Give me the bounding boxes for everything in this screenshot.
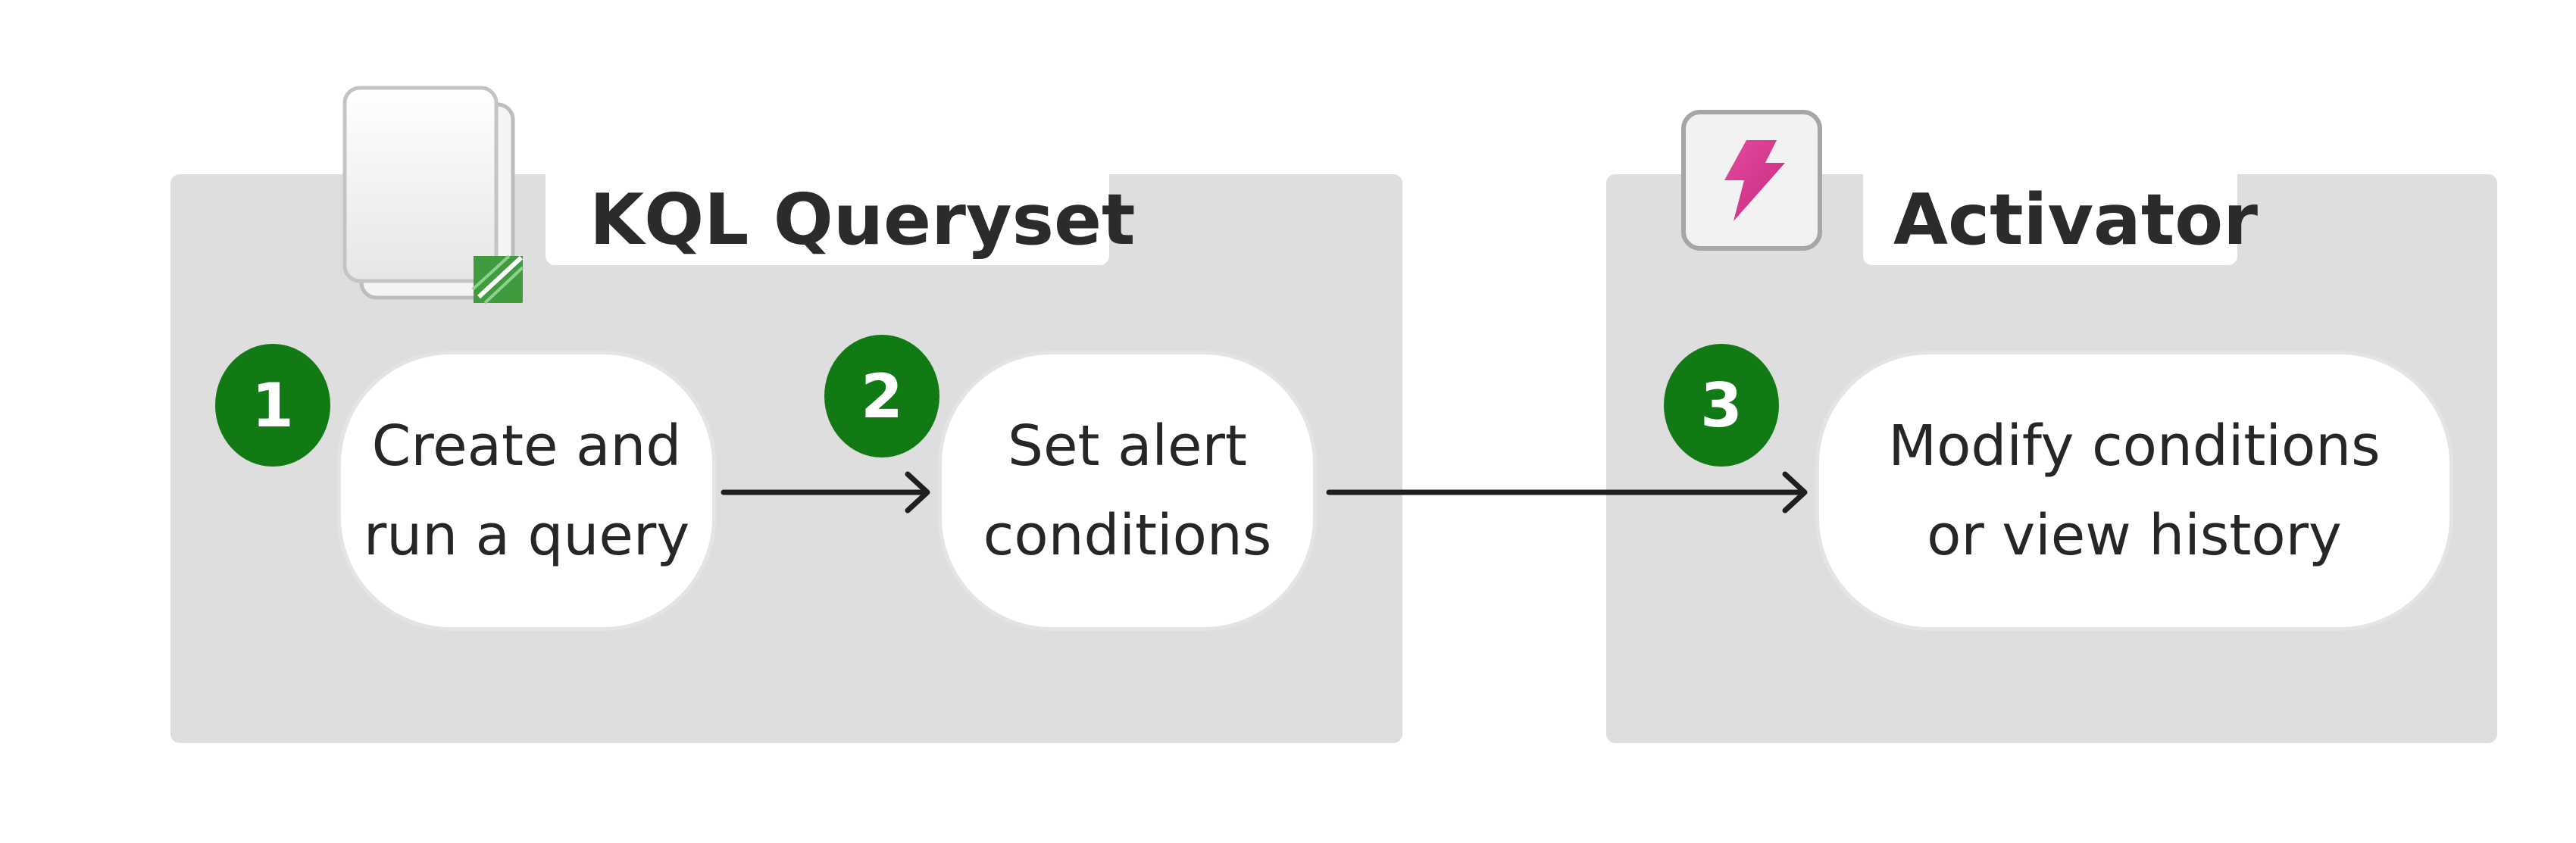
step-2-label: Set alert conditions — [983, 401, 1272, 580]
step-1-number-badge: 1 — [215, 344, 330, 467]
step-1-line-1: Create and — [371, 414, 682, 479]
step-2-number-badge: 2 — [824, 335, 939, 457]
step-3-label: Modify conditions or view history — [1888, 401, 2380, 580]
step-3-line-2: or view history — [1927, 503, 2342, 568]
step-1-box: Create and run a query — [337, 351, 716, 631]
step-3-box: Modify conditions or view history — [1815, 351, 2453, 631]
step-2-box: Set alert conditions — [938, 351, 1317, 631]
kql-queryset-title: KQL Queryset — [546, 174, 1135, 265]
step-1-line-2: run a query — [363, 503, 690, 568]
step-2-line-2: conditions — [983, 503, 1272, 568]
step-1-label: Create and run a query — [364, 401, 689, 580]
step-3-line-1: Modify conditions — [1888, 414, 2381, 479]
step-2-line-1: Set alert — [1008, 414, 1247, 479]
step-3-number-badge: 3 — [1664, 344, 1779, 467]
activator-title: Activator — [1863, 174, 2258, 265]
